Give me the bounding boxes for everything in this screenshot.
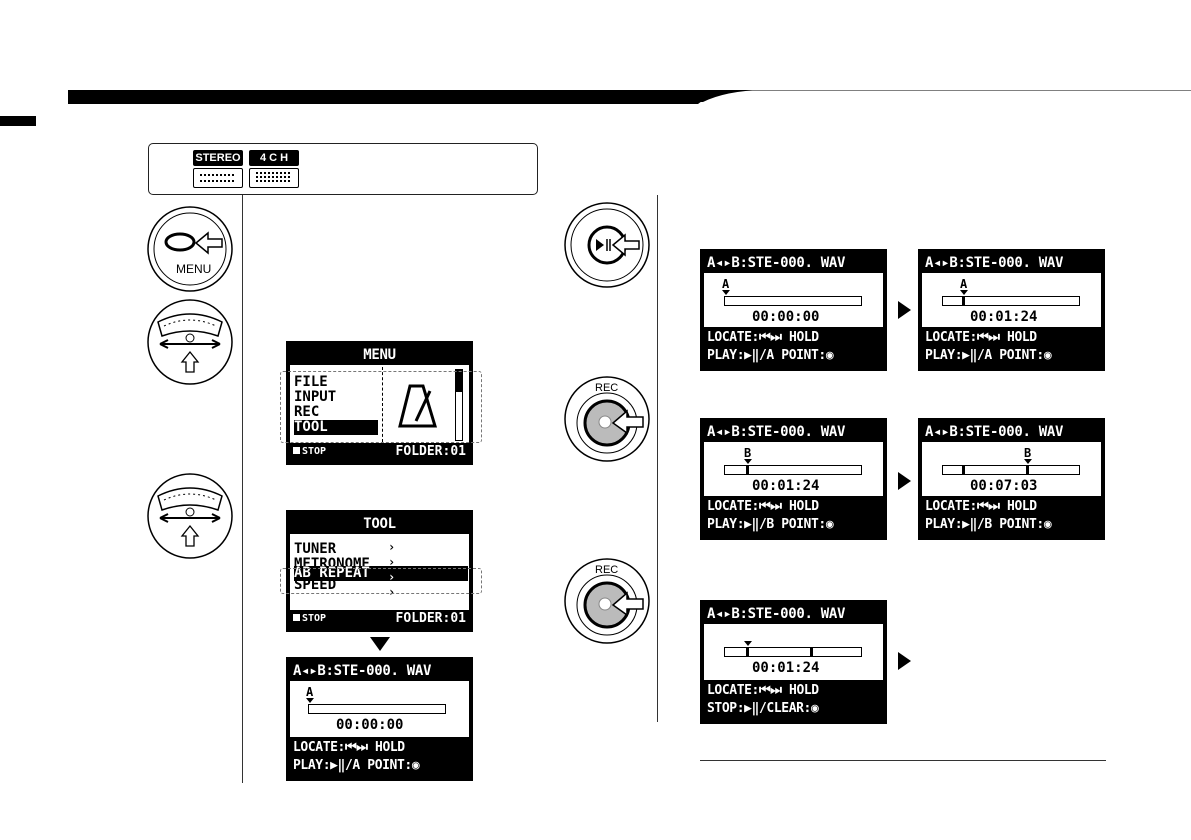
progress-bar	[308, 704, 446, 714]
progress-bar-2	[942, 296, 1080, 306]
rec-button-2[interactable]: REC	[563, 557, 651, 645]
menu-button[interactable]: MENU	[146, 205, 234, 293]
header-rule	[68, 90, 1191, 104]
menu-bottom-bar: STOP FOLDER:01	[290, 443, 469, 461]
folder-label: FOLDER:01	[395, 444, 466, 459]
progress-bar-5	[724, 647, 862, 657]
menu-item-tool[interactable]: TOOL	[294, 420, 378, 435]
menu-item-input[interactable]: INPUT	[294, 389, 337, 405]
metronome-icon	[398, 384, 438, 428]
tool-item-tuner[interactable]: TUNER	[294, 541, 337, 557]
ab-screen-3: A◂▸B:STE-000. WAV B 00:01:24 LOCATE:⏮⏭ H…	[700, 418, 887, 540]
tool-item-metronome[interactable]: METRONOME	[294, 557, 370, 566]
progress-bar-3	[724, 465, 862, 475]
menu-item-rec[interactable]: REC	[294, 404, 320, 420]
note-rule	[700, 760, 1106, 761]
rec-button-1[interactable]: REC	[563, 375, 651, 463]
tool-list: TUNER METRONOME AB REPEAT SPEED	[294, 541, 468, 590]
ab-screen-2: A◂▸B:STE-000. WAV A 00:01:24 LOCATE:⏮⏭ H…	[918, 249, 1105, 371]
tool-highlight-box	[280, 568, 482, 594]
tool-item-speed[interactable]: SPEED	[294, 581, 337, 590]
dial-wheel-1[interactable]	[146, 298, 234, 386]
down-arrow	[370, 637, 390, 651]
next-arrow-1	[898, 301, 911, 319]
menu-button-label: MENU	[176, 262, 211, 276]
stop-label: STOP	[302, 446, 327, 457]
four-ch-mode-icon: 4 C H	[249, 150, 299, 190]
next-arrow-3	[898, 652, 911, 670]
ab-screen-4: A◂▸B:STE-000. WAV B 00:07:03 LOCATE:⏮⏭ H…	[918, 418, 1105, 540]
next-arrow-2	[898, 472, 911, 490]
mode-indicator-box: STEREO 4 C H	[148, 143, 538, 195]
ab-screen-5: A◂▸B:STE-000. WAV 00:01:24 LOCATE:⏮⏭ HOL…	[700, 600, 887, 724]
menu-screen-title: MENU	[290, 345, 469, 365]
stereo-mode-icon: STEREO	[193, 150, 243, 190]
menu-list: FILE INPUT REC TOOL	[294, 375, 378, 435]
menu-highlight-box	[280, 371, 482, 443]
progress-bar-4	[942, 465, 1080, 475]
play-pause-button[interactable]	[563, 201, 651, 289]
menu-item-file[interactable]: FILE	[294, 374, 328, 390]
progress-bar-1	[724, 296, 862, 306]
left-column-divider	[242, 195, 243, 783]
page-tab-marker	[0, 116, 36, 126]
menu-scrollbar[interactable]	[455, 369, 463, 441]
menu-screen: MENU FILE INPUT REC TOOL STOP FOLDER:01	[286, 341, 473, 465]
tool-bottom-bar: STOP FOLDER:01	[290, 610, 469, 628]
dial-wheel-2[interactable]	[146, 472, 234, 560]
center-column-divider	[657, 195, 658, 722]
ab-screen-left: A◂▸B:STE-000. WAV A 00:00:00 LOCATE:⏮⏭ H…	[286, 657, 473, 781]
tool-item-ab-repeat[interactable]: AB REPEAT	[294, 566, 468, 581]
ab-screen-1: A◂▸B:STE-000. WAV A 00:00:00 LOCATE:⏮⏭ H…	[700, 249, 887, 371]
tool-screen-title: TOOL	[290, 514, 469, 534]
tool-screen: TOOL TUNER METRONOME AB REPEAT SPEED ›››…	[286, 510, 473, 632]
rec-label-2: REC	[595, 564, 618, 576]
rec-label-1: REC	[595, 382, 618, 394]
